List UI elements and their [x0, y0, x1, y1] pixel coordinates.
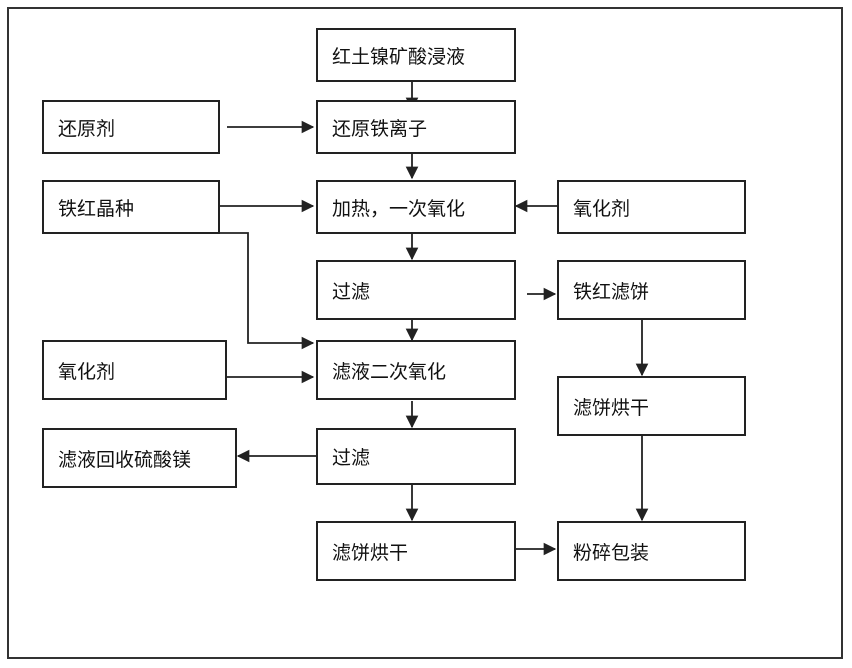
node-filter-2: 过滤	[316, 428, 516, 485]
node-oxidant-1: 氧化剂	[557, 180, 746, 234]
node-pack: 粉碎包装	[557, 521, 746, 581]
node-second-oxidize: 滤液二次氧化	[316, 340, 516, 400]
arrow-seed-to-second	[220, 233, 313, 343]
node-iron-red-cake: 铁红滤饼	[557, 260, 746, 320]
node-leachate: 红土镍矿酸浸液	[316, 28, 516, 82]
node-cake-dry-right: 滤饼烘干	[557, 376, 746, 436]
node-cake-dry: 滤饼烘干	[316, 521, 516, 581]
node-reducing-agent: 还原剂	[42, 100, 220, 154]
node-oxidant-2: 氧化剂	[42, 340, 227, 400]
node-heat-oxidize: 加热，一次氧化	[316, 180, 516, 234]
node-reduce-iron: 还原铁离子	[316, 100, 516, 154]
node-filter-1: 过滤	[316, 260, 516, 320]
node-seed: 铁红晶种	[42, 180, 220, 234]
node-recover-mgso4: 滤液回收硫酸镁	[42, 428, 237, 488]
